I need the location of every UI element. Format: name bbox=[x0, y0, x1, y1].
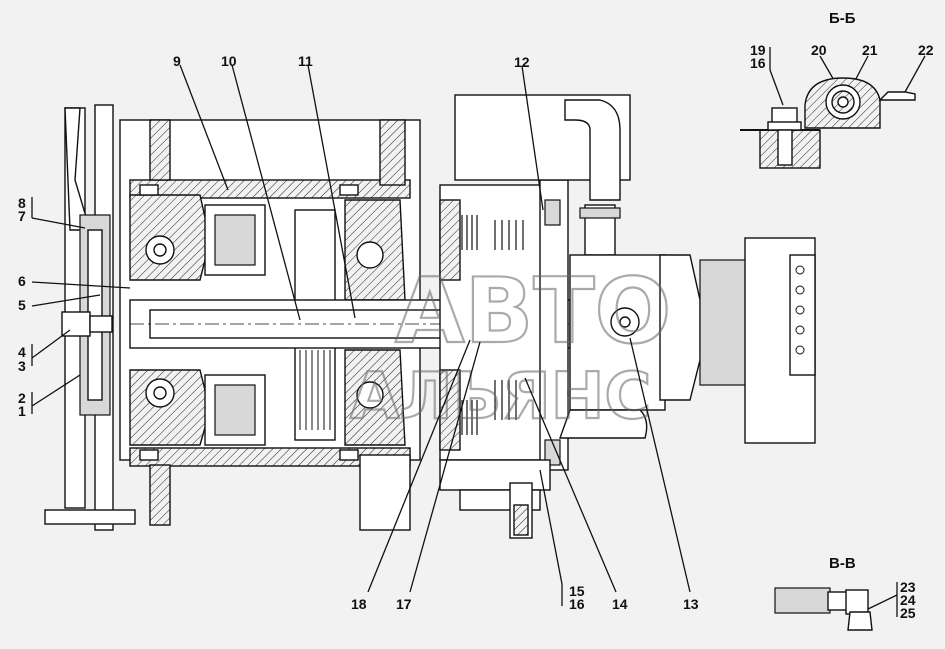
callout-13: 13 bbox=[683, 596, 699, 612]
callout-23: 23 bbox=[900, 579, 916, 595]
callout-7: 7 bbox=[18, 208, 26, 224]
callout-4: 4 bbox=[18, 344, 26, 360]
callout-8: 8 bbox=[18, 195, 26, 211]
watermark: АВТО АЛЬЯНС bbox=[349, 258, 672, 435]
callout-22: 22 bbox=[918, 42, 934, 58]
section-vv-labels: В-В 23 24 25 bbox=[829, 555, 916, 621]
section-vv-title: В-В bbox=[829, 555, 856, 572]
callout-6: 6 bbox=[18, 273, 26, 289]
watermark-line2: АЛЬЯНС bbox=[350, 360, 651, 434]
callout-1: 1 bbox=[18, 403, 26, 419]
callout-17: 17 bbox=[396, 596, 412, 612]
callout-14: 14 bbox=[612, 596, 628, 612]
watermark-line1: АВТО bbox=[395, 259, 671, 364]
callout-16-bb: 16 bbox=[750, 55, 766, 71]
main-assembly bbox=[44, 94, 816, 539]
callout-12: 12 bbox=[514, 54, 530, 70]
top-callouts: 9 10 11 12 bbox=[173, 53, 530, 70]
callout-16: 16 bbox=[569, 596, 585, 612]
callout-10: 10 bbox=[221, 53, 237, 69]
callout-2: 2 bbox=[18, 390, 26, 406]
callout-15: 15 bbox=[569, 583, 585, 599]
callout-21: 21 bbox=[862, 42, 878, 58]
section-vv-detail bbox=[774, 587, 873, 631]
callout-3: 3 bbox=[18, 358, 26, 374]
section-bb-labels: Б-Б 19 16 20 21 22 bbox=[750, 10, 934, 71]
callout-19: 19 bbox=[750, 42, 766, 58]
section-bb-title: Б-Б bbox=[829, 10, 856, 27]
left-callouts: 8 7 6 5 4 3 2 1 bbox=[18, 195, 26, 419]
callout-9: 9 bbox=[173, 53, 181, 69]
callout-20: 20 bbox=[811, 42, 827, 58]
callout-5: 5 bbox=[18, 297, 26, 313]
callout-18: 18 bbox=[351, 596, 367, 612]
callout-25: 25 bbox=[900, 605, 916, 621]
callout-24: 24 bbox=[900, 592, 916, 608]
section-bb-detail bbox=[740, 77, 916, 169]
bottom-callouts: 18 17 15 16 14 13 bbox=[351, 583, 699, 612]
leader-lines bbox=[31, 47, 926, 617]
callout-11: 11 bbox=[298, 53, 313, 69]
